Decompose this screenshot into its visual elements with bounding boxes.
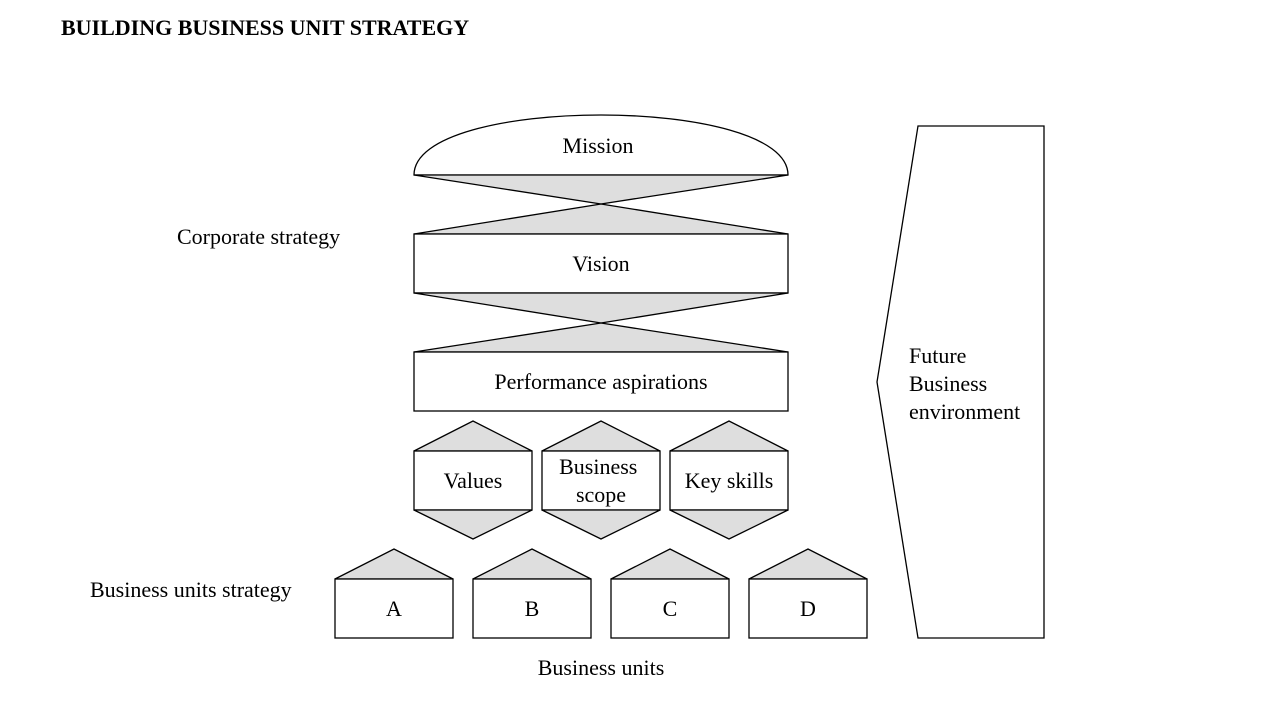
unit-a: A	[334, 548, 454, 639]
pillar-key-skills: Key skills	[669, 420, 789, 540]
unit-a-label: A	[386, 596, 402, 621]
future-environment-label: Future Business environment	[909, 343, 1020, 424]
pillar-values: Values	[413, 420, 533, 540]
performance-box: Performance aspirations	[413, 351, 789, 412]
pillar-values-label: Values	[444, 468, 503, 493]
mission-shape: Mission	[413, 114, 789, 176]
unit-b-label: B	[525, 596, 540, 621]
unit-b: B	[472, 548, 592, 639]
unit-c: C	[610, 548, 730, 639]
future-environment-shape: Future Business environment	[876, 125, 1045, 639]
business-units-caption: Business units	[538, 655, 665, 680]
mission-label: Mission	[563, 133, 634, 158]
unit-d-label: D	[800, 596, 816, 621]
vision-box: Vision	[413, 233, 789, 294]
pillar-business-scope-label: Business scope	[559, 454, 643, 507]
unit-d: D	[748, 548, 868, 639]
performance-label: Performance aspirations	[494, 369, 707, 394]
vision-label: Vision	[572, 251, 629, 276]
page-title: BUILDING BUSINESS UNIT STRATEGY	[61, 15, 469, 40]
corporate-strategy-label: Corporate strategy	[177, 224, 340, 249]
pillar-key-skills-label: Key skills	[685, 468, 774, 493]
business-units-strategy-label: Business units strategy	[90, 577, 292, 602]
pillar-business-scope: Business scope	[541, 420, 661, 540]
mission-vision-connector	[413, 174, 789, 235]
vision-performance-connector	[413, 292, 789, 353]
unit-c-label: C	[663, 596, 678, 621]
